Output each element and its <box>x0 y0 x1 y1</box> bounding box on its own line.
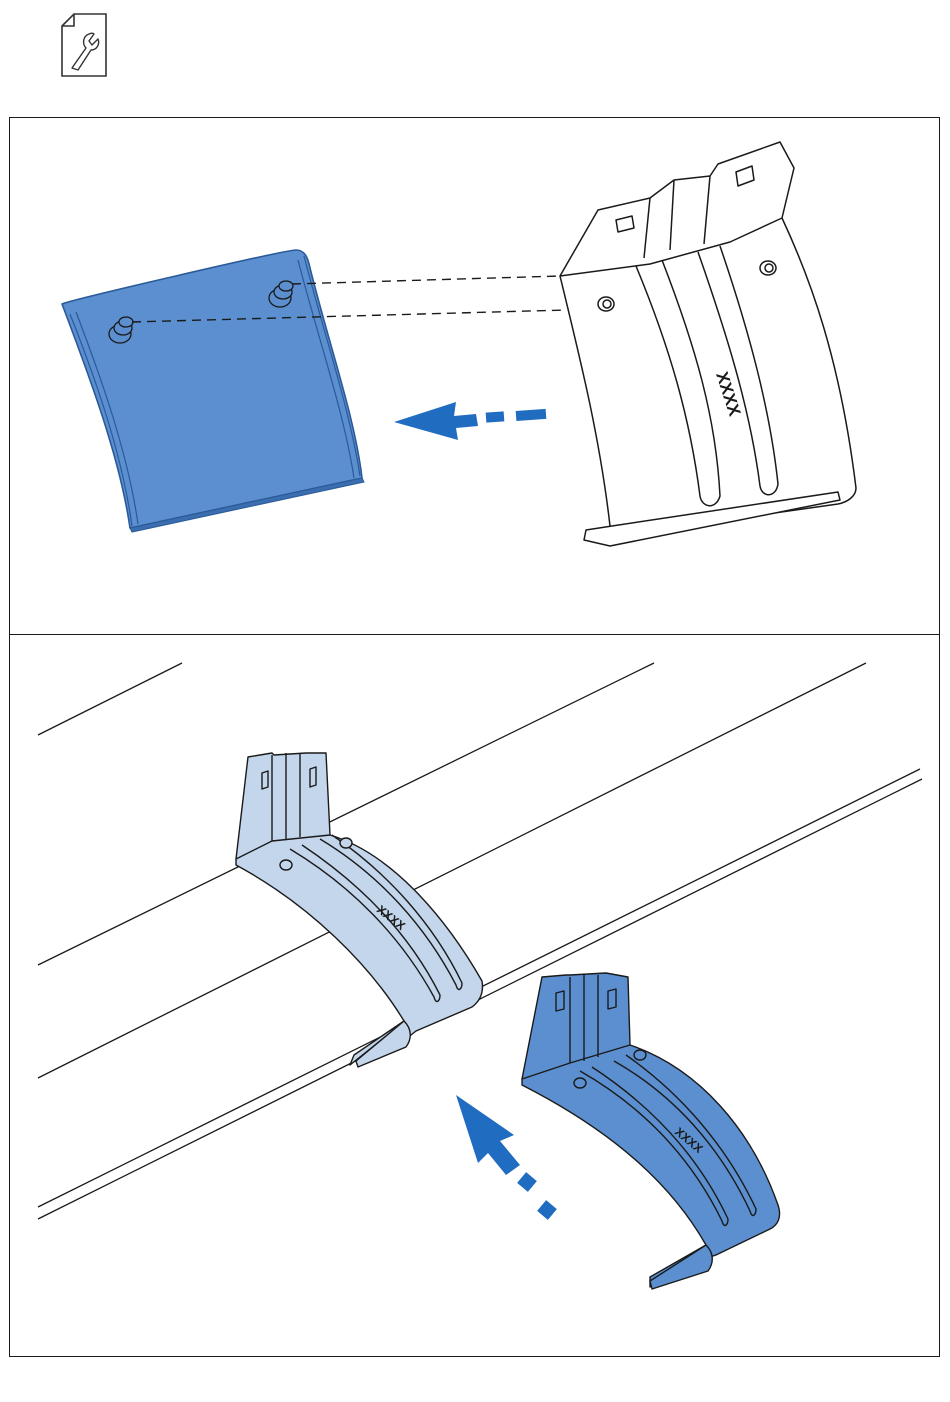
step-panel-detach-liner: XXXX <box>9 117 940 635</box>
liner-plate <box>62 250 364 532</box>
step-panel-install-liner: XXXX XXXX <box>9 634 940 1357</box>
tool-document-icon <box>58 12 110 80</box>
alignment-line-upper <box>292 276 560 284</box>
bracket-white <box>560 142 856 546</box>
install-arrow <box>456 1095 557 1220</box>
new-bracket <box>522 973 780 1289</box>
removal-arrow <box>394 402 546 440</box>
installed-bracket <box>236 753 483 1067</box>
